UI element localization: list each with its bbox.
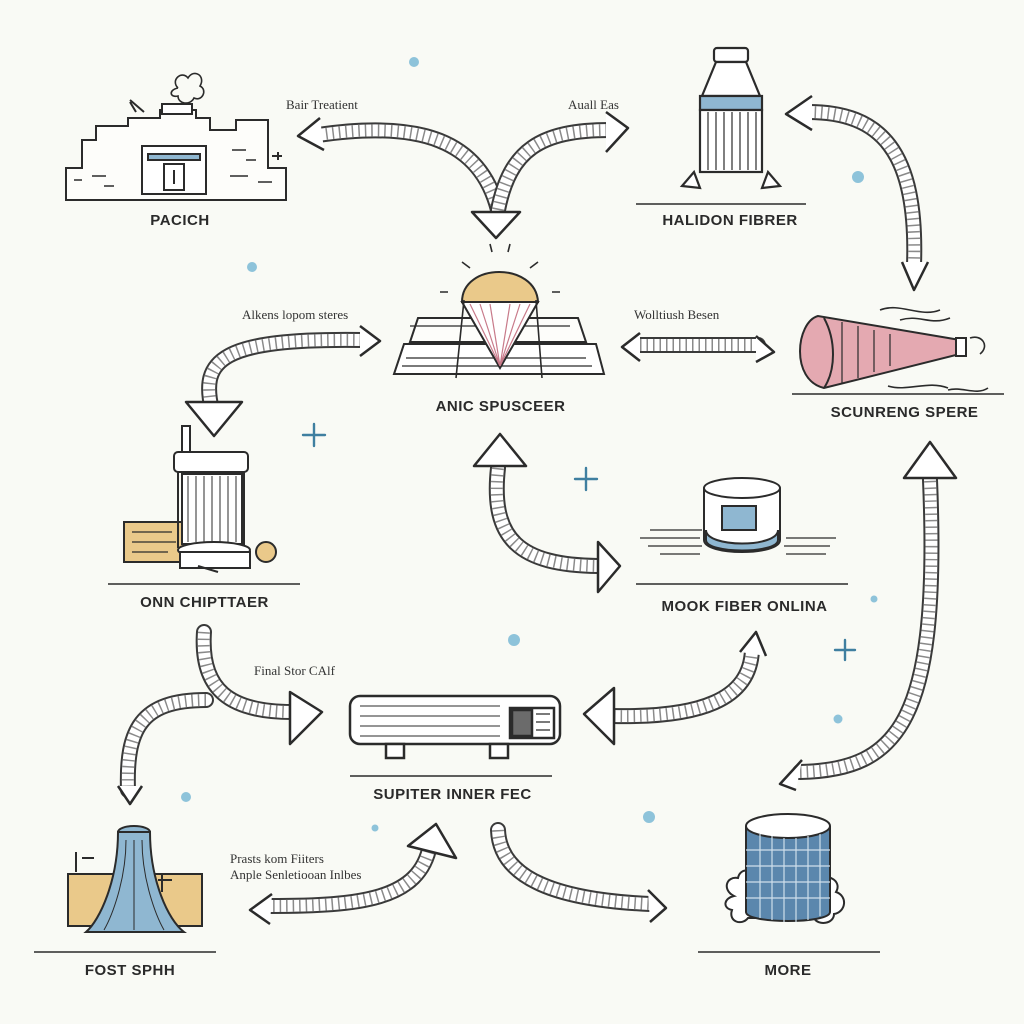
arrow-halidon-to-scunreng — [784, 94, 930, 292]
node-label-mook: MOOK FIBER ONLINA — [661, 598, 828, 615]
bottle-filter-icon — [636, 46, 806, 205]
decor-sparkles — [301, 422, 857, 662]
edge-label-prasts-line1: Prasts kom Fiiters — [230, 851, 324, 866]
edge-label-alkens: Alkens lopom steres — [242, 307, 349, 322]
edge-label-bair: Bair Treatient — [286, 97, 358, 112]
node-label-halidon: HALIDON FIBRER — [662, 212, 798, 229]
node-label-more: MORE — [764, 962, 812, 979]
duct-unit-icon — [348, 694, 562, 777]
arrow-supiter-to-more — [490, 822, 668, 923]
arrow-auall — [470, 110, 630, 240]
node-label-supiter: SUPITER INNER FEC — [373, 786, 532, 803]
node-label-pacich: PACICH — [150, 212, 210, 229]
arrow-anic-to-mook — [472, 432, 622, 594]
arrow-mook-to-supiter — [582, 630, 768, 746]
flared-tube-icon — [34, 825, 216, 953]
cone-horn-icon — [792, 306, 1004, 395]
node-label-scunreng: SCUNRENG SPERE — [830, 404, 979, 421]
factory-icon — [65, 72, 287, 201]
edge-label-auall: Auall Eas — [568, 97, 619, 112]
arrow-more-to-scunreng — [778, 440, 958, 792]
node-label-fost: FOST SPHH — [84, 962, 176, 979]
node-label-onn: ONN CHIPTTAER — [140, 594, 269, 611]
edge-label-wolt: Wolltiush Besen — [634, 307, 720, 322]
arrow-alkens — [184, 325, 382, 438]
arrow-bair — [296, 117, 506, 218]
decor-dots — [181, 57, 878, 832]
arrow-final — [195, 624, 324, 746]
arrow-prasts — [248, 822, 458, 926]
press-machine-icon — [108, 425, 300, 585]
arrow-wolt — [620, 332, 776, 364]
edge-label-prasts-line2: Anple Senletiooan Inlbes — [230, 867, 362, 882]
mesh-cylinder-icon — [698, 813, 880, 953]
arrow-to-fost — [116, 692, 214, 806]
node-label-anic: ANIC SPUSCEER — [435, 398, 566, 415]
edge-label-final: Final Stor CAlf — [254, 663, 335, 678]
jar-icon — [636, 477, 848, 585]
dome-lamp-icon — [392, 243, 606, 379]
